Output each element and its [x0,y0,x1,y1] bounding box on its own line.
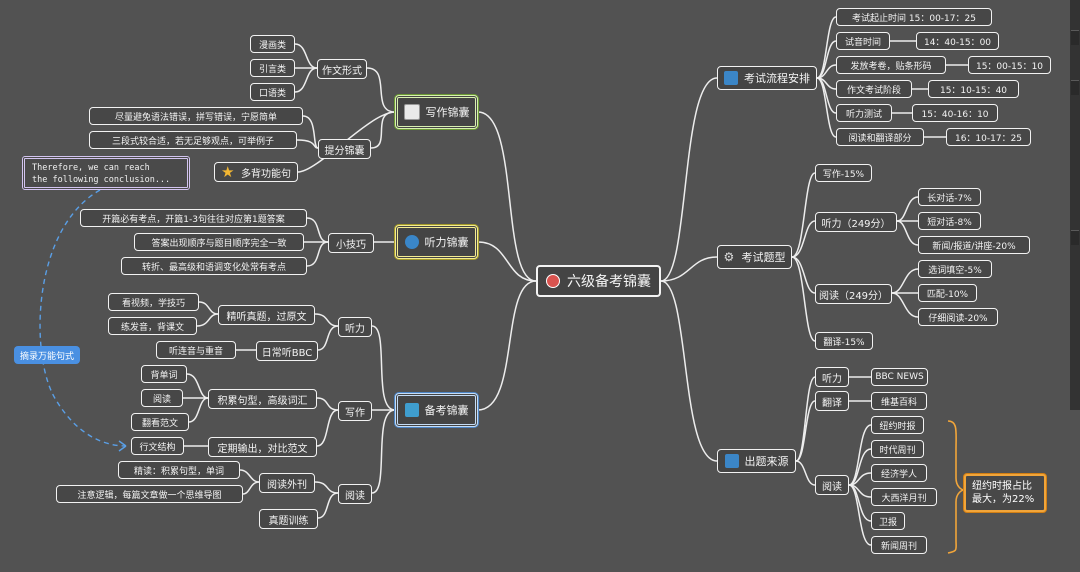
prep-writing-node[interactable]: 写作 [338,401,372,421]
exam-types-branch-label: 考试题型 [741,251,786,264]
star-icon: ★ [221,163,235,181]
central-topic-label: 六级备考锦囊 [567,274,651,290]
nyt-share-callout[interactable]: 纽约时报占比 最大，为22% [964,474,1046,512]
accumulate-node[interactable]: 积累句型，高级词汇 [208,389,317,409]
types-reading-item[interactable]: 选词填空-5% [918,260,992,278]
source-icon [724,454,739,468]
sources-reading-node[interactable]: 阅读 [815,475,849,495]
writing-tip-item[interactable]: 尽量避免语法错误，拼写错误，宁愿简单 [89,107,303,125]
sources-translation-node[interactable]: 翻译 [815,391,849,411]
accumulate-item[interactable]: 阅读 [141,389,183,407]
writing-tips-node[interactable]: 提分锦囊 [318,139,371,159]
schedule-item[interactable]: 发放考卷，贴条形码 [836,56,946,74]
writing-tip-item[interactable]: 三段式较合适，若无足够观点，可举例子 [89,131,297,149]
prep-reading-node[interactable]: 阅读 [338,484,372,504]
foreign-journals-node[interactable]: 阅读外刊 [259,473,315,493]
writing-form-item[interactable]: 引言类 [250,59,295,77]
globe-icon [404,235,419,249]
sources-listening-node[interactable]: 听力 [815,367,849,387]
prep-branch-label: 备考锦囊 [424,404,469,417]
intensive-listening-item[interactable]: 练发音，背课文 [108,317,197,335]
accumulate-item[interactable]: 背单词 [141,365,187,383]
accumulate-item[interactable]: 翻看范文 [131,413,189,431]
sources-branch[interactable]: 出题来源 [717,449,796,473]
schedule-item[interactable]: 试音时间 [836,32,890,50]
prep-branch[interactable]: 备考锦囊 [395,393,478,427]
exam-types-branch[interactable]: ⚙ 考试题型 [717,245,792,269]
schedule-icon [724,71,738,85]
foreign-journals-item[interactable]: 注意逻辑，每篇文章做一个思维导图 [56,485,243,503]
real-exam-node[interactable]: 真题训练 [259,509,318,529]
listening-trick-item[interactable]: 转折、最高级和语调变化处常有考点 [121,257,307,275]
sources-reading-item[interactable]: 纽约时报 [871,416,924,434]
daily-bbc-item[interactable]: 听连音与重音 [156,341,236,359]
schedule-time[interactable]: 15：40-16：10 [912,104,998,122]
sources-reading-item[interactable]: 新闻周刊 [871,536,927,554]
excerpt-sentence-tag[interactable]: 摘录万能句式 [14,346,80,364]
listening-branch-label: 听力锦囊 [424,236,469,249]
types-listening-item[interactable]: 长对话-7% [918,188,981,206]
listening-trick-item[interactable]: 开篇必有考点，开篇1-3句往往对应第1题答案 [80,209,307,227]
gear-icon: ⚙ [723,250,735,264]
writing-form-item[interactable]: 口语类 [250,83,295,101]
prep-listening-node[interactable]: 听力 [338,317,372,337]
schedule-time[interactable]: 16：10-17：25 [946,128,1031,146]
regular-output-node[interactable]: 定期输出，对比范文 [208,437,317,457]
regular-output-item[interactable]: 行文结构 [131,437,184,455]
sources-branch-label: 出题来源 [744,455,789,468]
schedule-branch[interactable]: 考试流程安排 [717,66,817,90]
red-circle-icon [546,274,560,288]
writing-branch-label: 写作锦囊 [425,106,470,119]
sources-reading-item[interactable]: 大西洋月刊 [871,488,937,506]
right-edge-panel [1070,0,1080,410]
sources-listening-item[interactable]: BBC NEWS [871,368,928,386]
daily-bbc-node[interactable]: 日常听BBC [256,341,318,361]
schedule-time[interactable]: 15：10-15：40 [928,80,1019,98]
types-reading-item[interactable]: 仔细阅读-20% [918,308,998,326]
schedule-item[interactable]: 阅读和翻译部分 [836,128,924,146]
book-icon [404,403,419,417]
schedule-item[interactable]: 考试起止时间 15：00-17：25 [836,8,992,26]
sources-reading-item[interactable]: 卫报 [871,512,905,530]
listening-branch[interactable]: 听力锦囊 [395,225,478,259]
function-sentences-label: 多背功能句 [241,168,291,180]
sources-reading-item[interactable]: 经济学人 [871,464,927,482]
intensive-listening-node[interactable]: 精听真题，过原文 [218,305,315,325]
types-reading-node[interactable]: 阅读（249分） [815,284,892,304]
types-listening-node[interactable]: 听力（249分） [815,212,897,232]
function-sentences-node[interactable]: ★ 多背功能句 [214,162,298,182]
sources-reading-item[interactable]: 时代周刊 [871,440,924,458]
intensive-listening-item[interactable]: 看视频，学技巧 [108,293,199,311]
foreign-journals-item[interactable]: 精读：积累句型，单词 [118,461,240,479]
document-icon [403,104,420,120]
writing-branch[interactable]: 写作锦囊 [395,95,478,129]
listening-trick-item[interactable]: 答案出现顺序与题目顺序完全一致 [134,233,304,251]
sources-translation-item[interactable]: 维基百科 [871,392,927,410]
writing-form-node[interactable]: 作文形式 [317,59,367,79]
schedule-item[interactable]: 听力测试 [836,104,892,122]
types-writing-node[interactable]: 写作-15% [815,164,872,182]
schedule-time[interactable]: 15：00-15：10 [968,56,1051,74]
central-topic[interactable]: 六级备考锦囊 [536,265,661,297]
quote-note[interactable]: Therefore, we can reach the following co… [22,156,190,190]
types-listening-item[interactable]: 短对话-8% [918,212,981,230]
types-listening-item[interactable]: 新闻/报道/讲座-20% [918,236,1030,254]
schedule-time[interactable]: 14：40-15：00 [916,32,999,50]
schedule-branch-label: 考试流程安排 [744,72,810,85]
types-reading-item[interactable]: 匹配-10% [918,284,977,302]
schedule-item[interactable]: 作文考试阶段 [836,80,912,98]
writing-form-item[interactable]: 漫画类 [250,35,295,53]
listening-tricks-node[interactable]: 小技巧 [328,233,374,253]
types-translation-node[interactable]: 翻译-15% [815,332,873,350]
